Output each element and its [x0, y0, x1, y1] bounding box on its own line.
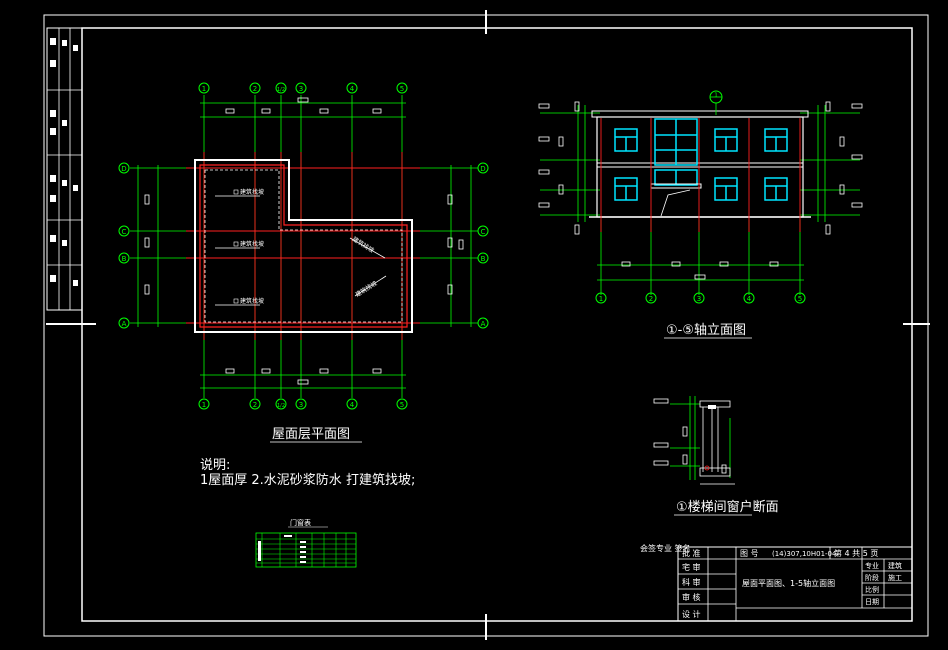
plan-axis-bubbles-bottom: 1 2 1/2 3 4 5: [198, 398, 408, 410]
slope-label: 建筑找坡: [351, 235, 376, 255]
drawing-name: 屋面平面图、1-5轴立面图: [742, 578, 835, 588]
roof-parapet-inner: [199, 164, 408, 328]
plan-axis-bubbles-side: D C B A D C B A: [118, 162, 489, 329]
elevation-axis-label: 4: [747, 295, 752, 303]
plan-axis-side-label: C: [481, 228, 486, 236]
plan-axis-label: 1/2: [277, 87, 285, 93]
plan-axis-side-label: A: [122, 320, 127, 328]
left-signature-strip: [46, 27, 83, 311]
elevation-axis-label: 1: [599, 295, 603, 303]
elevation-axis-bubbles: 1 2 3 4 5: [595, 292, 806, 304]
tb-row-label: 宅 审: [682, 562, 701, 572]
roof-parapet-outer: [194, 159, 413, 333]
section-title: ①楼梯间窗户断面: [676, 499, 779, 515]
plan-axis-label: 2: [253, 401, 257, 409]
elevation-axis-label: 3: [697, 295, 701, 303]
plan-axis-side-label: C: [122, 228, 127, 236]
tb-right-value: 建筑: [888, 561, 902, 570]
plan-axis-side-label: D: [121, 165, 126, 173]
door-window-table: 门窗表: [255, 518, 357, 568]
sign-header: 会签专业 签名: [640, 543, 691, 553]
title-block: 会签专业 签名 批 准 宅 审 科 审 审 核 设 计 图 号 (14)307,…: [640, 543, 913, 622]
roof-gutter-line: [204, 169, 403, 323]
sheet-number: 第 4 共 5 页: [834, 548, 878, 558]
drawing-no-label: 图 号: [740, 549, 759, 558]
plan-axis-side-label: D: [480, 165, 485, 173]
tb-row-label: 批 准: [682, 548, 701, 558]
tb-row-label: 科 审: [682, 577, 701, 587]
drawing-no: (14)307,10H01-04: [772, 550, 837, 558]
tb-right-label: 比例: [865, 585, 879, 594]
plan-axis-side-label: B: [481, 255, 486, 263]
elevation-axis-label: 5: [798, 295, 802, 303]
slope-labels: 建筑找坡 建筑找坡 建筑找坡 建筑找坡 建筑找坡: [215, 188, 387, 306]
plan-axis-label: 4: [350, 401, 355, 409]
plan-red-lines: [186, 152, 420, 340]
plan-axis-lines: [130, 95, 478, 398]
tb-right-label: 日期: [865, 598, 879, 606]
slope-label: 建筑找坡: [354, 279, 379, 299]
plan-axis-label: 1/2: [277, 403, 285, 409]
plan-axis-label: 1: [202, 85, 206, 93]
detail-mark-label: 1: [714, 92, 718, 99]
table-title: 门窗表: [290, 518, 311, 527]
plan-axis-label: 2: [253, 85, 257, 93]
plan-axis-label: 3: [299, 401, 303, 409]
plan-axis-label: 1: [202, 401, 206, 409]
plan-axis-label: 5: [400, 85, 404, 93]
elevation-windows: [614, 118, 788, 201]
slope-label: 建筑找坡: [240, 240, 264, 248]
roof-plan: 1 2 1/2 3 4 5 1 2 1/2 3 4 5: [118, 82, 489, 410]
elevation-axis-label: 2: [649, 295, 653, 303]
tb-row-label: 设 计: [682, 609, 701, 619]
plan-axis-label: 4: [350, 85, 355, 93]
window-section-detail: [653, 396, 735, 485]
tb-row-label: 审 核: [682, 592, 701, 602]
note-text: 1屋面厚 2.水泥砂浆防水 打建筑找坡;: [200, 472, 415, 488]
plan-axis-label: 5: [400, 401, 404, 409]
plan-title: 屋面层平面图: [272, 427, 350, 442]
note-heading: 说明:: [200, 458, 230, 473]
plan-axis-side-label: A: [481, 320, 486, 328]
outer-frame: [43, 14, 929, 637]
tb-right-value: 施工: [888, 573, 902, 582]
plan-axis-bubbles-top: 1 2 1/2 3 4 5: [198, 82, 408, 94]
plan-axis-side-label: B: [122, 255, 127, 263]
elevation-title: ①-⑤轴立面图: [666, 323, 746, 338]
plan-axis-label: 3: [299, 85, 303, 93]
tb-right-label: 阶段: [865, 573, 879, 582]
elevation-roof: [591, 110, 809, 118]
slope-label: 建筑找坡: [240, 297, 264, 305]
elevation-drawing: 1 1 2 3 4 5: [538, 90, 863, 304]
tb-right-label: 专业: [865, 561, 879, 570]
slope-label: 建筑找坡: [240, 188, 264, 196]
